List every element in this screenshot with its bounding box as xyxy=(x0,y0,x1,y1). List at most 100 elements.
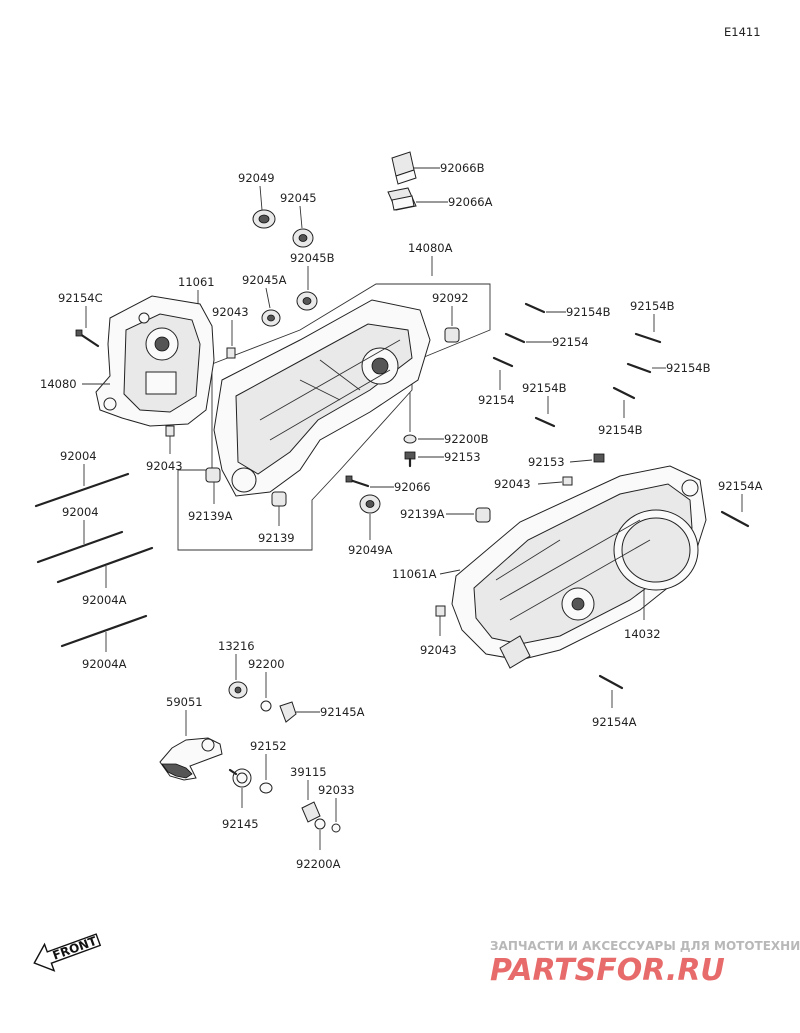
part-14032-cover-icon[interactable] xyxy=(451,465,707,669)
label-92004-a[interactable]: 92004 xyxy=(60,449,97,463)
label-92043-b[interactable]: 92043 xyxy=(146,459,183,473)
part-92066b-icon[interactable] xyxy=(391,151,417,185)
label-92139a-b[interactable]: 92139A xyxy=(400,507,445,521)
part-92153-bolt-icon[interactable] xyxy=(404,451,416,468)
label-92043-a[interactable]: 92043 xyxy=(212,305,249,319)
part-92200b-washer-icon[interactable] xyxy=(403,434,417,444)
label-92154b-b[interactable]: 92154B xyxy=(630,299,675,313)
label-13216[interactable]: 13216 xyxy=(218,639,255,653)
part-92139a-collar-icon[interactable] xyxy=(205,467,221,483)
label-92153-b[interactable]: 92153 xyxy=(528,455,565,469)
part-92004a-stud-icon-2[interactable] xyxy=(60,614,148,648)
part-13216-gear-icon[interactable] xyxy=(228,681,248,699)
label-11061a[interactable]: 11061A xyxy=(392,567,437,581)
part-92092-collar-icon[interactable] xyxy=(444,327,460,343)
label-92152[interactable]: 92152 xyxy=(250,739,287,753)
part-92004-stud-icon-2[interactable] xyxy=(36,530,124,564)
label-92154-b[interactable]: 92154 xyxy=(478,393,515,407)
part-92200-washer-icon[interactable] xyxy=(260,700,272,712)
group-bracket xyxy=(177,283,491,551)
part-92049a-seal-icon[interactable] xyxy=(359,494,381,514)
part-92154b-bolt-icon-3[interactable] xyxy=(626,362,652,374)
label-92154-a[interactable]: 92154 xyxy=(552,335,589,349)
label-92092[interactable]: 92092 xyxy=(432,291,469,305)
part-92066a-icon[interactable] xyxy=(387,187,417,211)
label-11061[interactable]: 11061 xyxy=(178,275,215,289)
label-39115[interactable]: 39115 xyxy=(290,765,327,779)
part-92154-bolt-icon[interactable] xyxy=(504,332,526,344)
part-92004a-stud-icon[interactable] xyxy=(56,546,154,584)
label-92154c[interactable]: 92154C xyxy=(58,291,103,305)
label-92154b-e[interactable]: 92154B xyxy=(598,423,643,437)
label-92154b-a[interactable]: 92154B xyxy=(566,305,611,319)
part-92154b-bolt-icon-2[interactable] xyxy=(634,332,662,344)
label-92154b-d[interactable]: 92154B xyxy=(522,381,567,395)
label-92200[interactable]: 92200 xyxy=(248,657,285,671)
part-14080a-crankcase-icon[interactable] xyxy=(213,299,431,497)
part-92154b-bolt-icon-4[interactable] xyxy=(534,416,556,428)
part-92045b-bearing-icon[interactable] xyxy=(296,291,318,311)
label-14080a[interactable]: 14080A xyxy=(408,241,453,255)
label-92066b[interactable]: 92066B xyxy=(440,161,485,175)
part-92139-collar-icon[interactable] xyxy=(271,491,287,507)
watermark-logo: PARTSFOR.RU xyxy=(490,953,725,988)
label-59051[interactable]: 59051 xyxy=(166,695,203,709)
label-92045[interactable]: 92045 xyxy=(280,191,317,205)
label-92200a[interactable]: 92200A xyxy=(296,857,341,871)
label-92154a-b[interactable]: 92154A xyxy=(592,715,637,729)
label-92139[interactable]: 92139 xyxy=(258,531,295,545)
label-92045a[interactable]: 92045A xyxy=(242,273,287,287)
part-92154a-bolt-icon-2[interactable] xyxy=(598,674,624,690)
label-92033[interactable]: 92033 xyxy=(318,783,355,797)
front-arrow-icon: FRONT xyxy=(33,933,102,972)
part-92043-pin-icon-3[interactable] xyxy=(562,476,573,486)
label-14032[interactable]: 14032 xyxy=(624,627,661,641)
part-92139a-collar-icon-2[interactable] xyxy=(475,507,491,523)
label-92004-b[interactable]: 92004 xyxy=(62,505,99,519)
part-92043-pin-icon-2[interactable] xyxy=(165,425,175,437)
label-92043-c[interactable]: 92043 xyxy=(494,477,531,491)
label-92139a[interactable]: 92139A xyxy=(188,509,233,523)
label-92043-d[interactable]: 92043 xyxy=(420,643,457,657)
label-92004a-b[interactable]: 92004A xyxy=(82,657,127,671)
part-92154b-bolt-icon[interactable] xyxy=(524,302,546,314)
part-92154-bolt-icon-2[interactable] xyxy=(492,356,514,368)
label-92200b[interactable]: 92200B xyxy=(444,432,489,446)
label-92049a[interactable]: 92049A xyxy=(348,543,393,557)
watermark-tagline: ЗАПЧАСТИ И АКСЕССУАРЫ ДЛЯ МОТОТЕХНИКИ xyxy=(490,939,800,953)
label-92045b[interactable]: 92045B xyxy=(290,251,335,265)
part-92004-stud-icon[interactable] xyxy=(34,472,130,508)
diagram-code: E1411 xyxy=(724,25,761,39)
part-92154b-bolt-icon-5[interactable] xyxy=(612,386,636,400)
label-92004a-a[interactable]: 92004A xyxy=(82,593,127,607)
part-92145-spring-icon[interactable] xyxy=(228,768,252,788)
part-92153-bolt-icon-2[interactable] xyxy=(593,453,605,463)
part-92043-pin-icon-4[interactable] xyxy=(435,605,446,617)
part-92043-pin-icon[interactable] xyxy=(226,347,236,359)
part-92154a-bolt-icon[interactable] xyxy=(720,510,750,528)
part-92049-seal-icon[interactable] xyxy=(252,209,276,229)
part-92033-ring-icon[interactable] xyxy=(331,823,341,833)
part-14080-crankcase-icon[interactable] xyxy=(95,295,215,427)
part-59051-kick-gear-icon[interactable] xyxy=(159,737,223,781)
label-92066[interactable]: 92066 xyxy=(394,480,431,494)
part-92152-washer-icon[interactable] xyxy=(259,782,273,794)
part-39115-shaft-icon[interactable] xyxy=(301,801,321,823)
label-92145a[interactable]: 92145A xyxy=(320,705,365,719)
label-14080[interactable]: 14080 xyxy=(40,377,77,391)
label-92153-a[interactable]: 92153 xyxy=(444,450,481,464)
part-92066-key-icon[interactable] xyxy=(345,475,370,488)
part-92200a-washer-icon[interactable] xyxy=(314,818,326,830)
label-92154b-c[interactable]: 92154B xyxy=(666,361,711,375)
part-92045a-bearing-icon[interactable] xyxy=(261,309,281,327)
part-92145a-spring-icon[interactable] xyxy=(279,701,297,723)
part-92154c-bolt-icon[interactable] xyxy=(75,329,100,348)
label-92066a[interactable]: 92066A xyxy=(448,195,493,209)
label-92154a-a[interactable]: 92154A xyxy=(718,479,763,493)
label-92145[interactable]: 92145 xyxy=(222,817,259,831)
part-92045-bearing-icon[interactable] xyxy=(292,228,314,248)
front-label: FRONT xyxy=(51,934,100,963)
label-92049[interactable]: 92049 xyxy=(238,171,275,185)
